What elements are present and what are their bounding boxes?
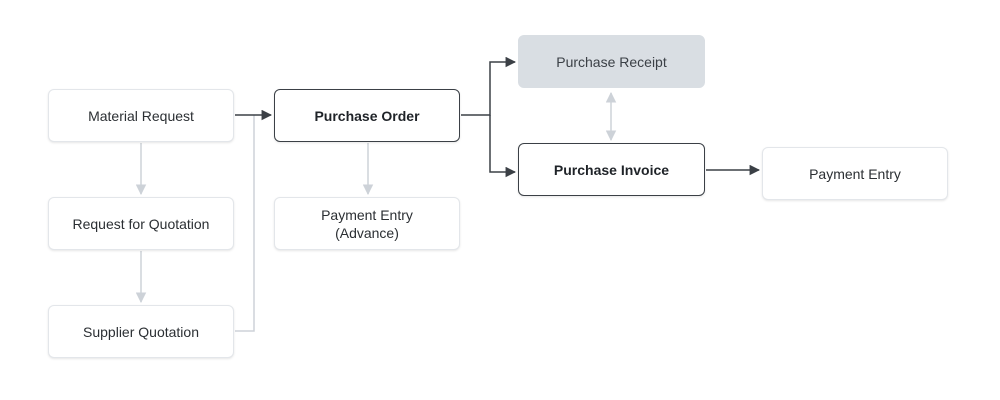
node-payment-entry[interactable]: Payment Entry [762,147,948,200]
node-request-for-quotation-label: Request for Quotation [72,215,210,232]
node-payment-entry-label: Payment Entry [809,165,901,182]
node-purchase-receipt-label: Purchase Receipt [556,53,667,70]
node-payment-entry-advance-text: Payment Entry (Advance) [321,206,413,242]
edge-supplier-quotation-to-purchase-order [235,115,255,332]
node-supplier-quotation[interactable]: Supplier Quotation [48,305,234,358]
edge-purchase-order-to-purchase-invoice [489,115,517,178]
node-purchase-order-label: Purchase Order [314,107,420,124]
node-purchase-receipt[interactable]: Purchase Receipt [518,35,705,88]
node-material-request-label: Material Request [88,107,194,124]
node-material-request[interactable]: Material Request [48,89,234,142]
node-payment-entry-advance-label: Payment Entry [321,206,413,223]
node-purchase-order[interactable]: Purchase Order [274,89,460,142]
node-purchase-invoice-label: Purchase Invoice [553,161,670,178]
node-request-for-quotation[interactable]: Request for Quotation [48,197,234,250]
edge-purchase-order-to-purchase-receipt [461,56,517,116]
node-payment-entry-advance[interactable]: Payment Entry (Advance) [274,197,460,250]
node-payment-entry-advance-sublabel: (Advance) [335,224,399,241]
node-purchase-invoice[interactable]: Purchase Invoice [518,143,705,196]
node-supplier-quotation-label: Supplier Quotation [83,323,199,340]
